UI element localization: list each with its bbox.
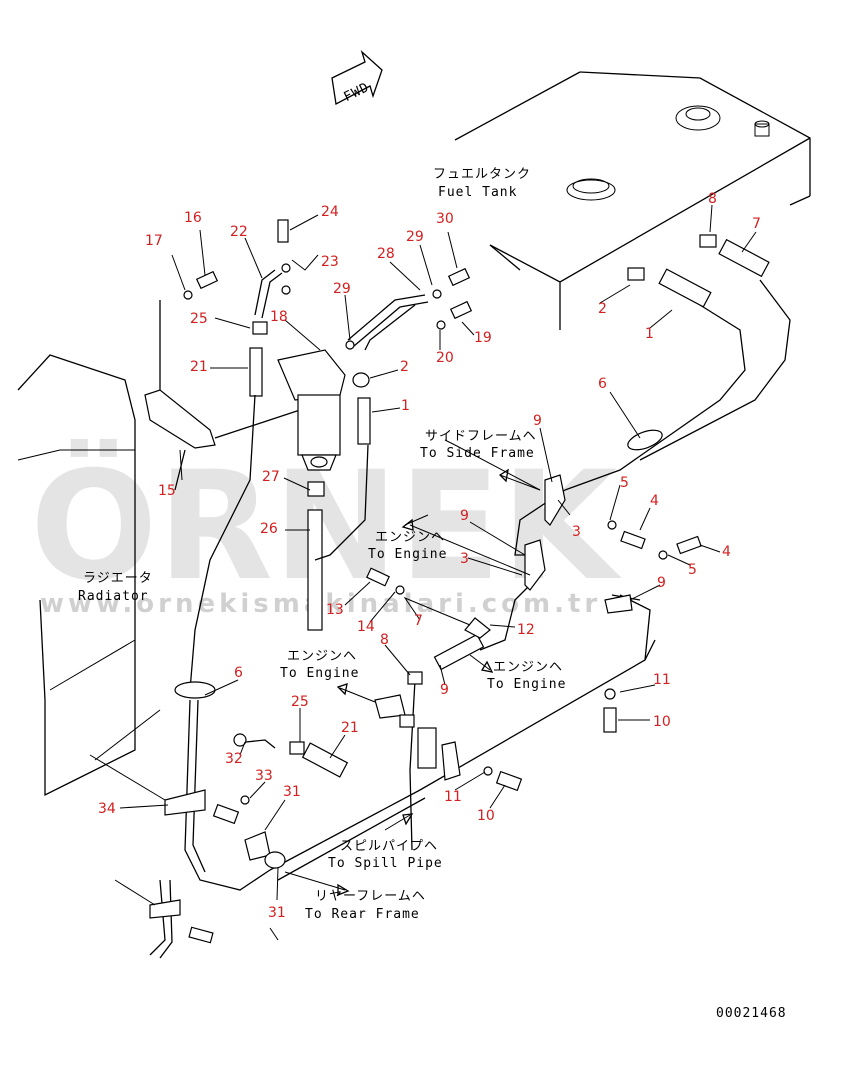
callout-5-top: 5	[620, 475, 629, 491]
fuel-tank-label-en: Fuel Tank	[438, 185, 517, 200]
callout-16: 16	[184, 210, 202, 226]
to-engine-3-label-en: To Engine	[487, 677, 566, 692]
callout-23: 23	[321, 254, 339, 270]
side-frame-label-en: To Side Frame	[420, 446, 535, 461]
callout-20: 20	[436, 350, 454, 366]
callout-10-right: 10	[653, 714, 671, 730]
callout-31-top: 31	[283, 784, 301, 800]
rear-frame-label-en: To Rear Frame	[305, 907, 420, 922]
callout-27: 27	[262, 469, 280, 485]
to-engine-3-label-jp: エンジンヘ	[493, 660, 563, 675]
callout-15: 15	[158, 483, 176, 499]
to-engine-1-label-en: To Engine	[368, 547, 447, 562]
callout-22: 22	[230, 224, 248, 240]
callout-29-mid: 29	[333, 281, 351, 297]
fuel-tank-label-jp: フュエルタンク	[433, 167, 531, 182]
bracket-15	[144, 300, 301, 491]
radiator	[17, 354, 161, 797]
callout-9-mid: 9	[460, 508, 469, 524]
callout-19: 19	[474, 330, 492, 346]
clamps	[149, 429, 663, 919]
callout-8-mid: 8	[380, 632, 389, 648]
callout-14: 14	[357, 619, 375, 635]
callout-21-low: 21	[341, 720, 359, 736]
callout-3-left: 3	[460, 551, 469, 567]
drawing-number: 00021468	[716, 1006, 787, 1021]
callout-9-top: 9	[533, 413, 542, 429]
radiator-label-en: Radiator	[78, 589, 149, 604]
callout-3-right: 3	[572, 524, 581, 540]
callout-7-mid: 7	[414, 613, 423, 629]
callout-26: 26	[260, 521, 278, 537]
annotation-labels: フュエルタンク Fuel Tank サイドフレームヘ To Side Frame…	[78, 167, 566, 922]
to-engine-2-label-jp: エンジンヘ	[287, 649, 357, 664]
leader-lines	[89, 204, 757, 941]
callout-4-top: 4	[650, 493, 659, 509]
callout-25-top: 25	[190, 311, 208, 327]
callout-24: 24	[321, 204, 339, 220]
spill-pipe-label-jp: スピルパイプヘ	[340, 839, 438, 854]
part-callouts: 16 17 22 24 23 28 29 30 8 7 25 18 29 19 …	[98, 191, 761, 921]
callout-25-low: 25	[291, 694, 309, 710]
callout-33: 33	[255, 768, 273, 784]
fuel-filter	[277, 349, 370, 471]
fwd-text: FWD	[342, 80, 372, 105]
callout-6-top: 6	[598, 376, 607, 392]
rear-frame-label-jp: リヤーフレームヘ	[315, 889, 426, 904]
callout-2-mid: 2	[400, 359, 409, 375]
callout-4-mid: 4	[722, 544, 731, 560]
forward-arrow-icon: FWD	[331, 49, 383, 105]
to-engine-1-label-jp: エンジンヘ	[375, 530, 445, 545]
callout-9-right: 9	[657, 575, 666, 591]
direction-arrows	[284, 468, 541, 896]
callout-1-mid: 1	[401, 398, 410, 414]
callout-11-right: 11	[653, 672, 671, 688]
callout-31-low: 31	[268, 905, 286, 921]
callout-12: 12	[517, 622, 535, 638]
callout-17: 17	[145, 233, 163, 249]
callout-1-top: 1	[645, 326, 654, 342]
side-frame-label-jp: サイドフレームヘ	[425, 429, 537, 444]
radiator-label-jp: ラジエータ	[83, 571, 153, 586]
callout-5-mid: 5	[688, 562, 697, 578]
callout-6-left: 6	[234, 665, 243, 681]
callout-13: 13	[326, 602, 344, 618]
spill-pipe-label-en: To Spill Pipe	[328, 856, 443, 871]
callout-21-top: 21	[190, 359, 208, 375]
callout-9-low: 9	[440, 682, 449, 698]
callout-11-low: 11	[444, 789, 462, 805]
callout-29-top: 29	[406, 229, 424, 245]
callout-8-top: 8	[708, 191, 717, 207]
to-engine-2-label-en: To Engine	[280, 666, 359, 681]
callout-32: 32	[225, 751, 243, 767]
callout-28: 28	[377, 246, 395, 262]
callout-2-top: 2	[598, 301, 607, 317]
callout-10-low: 10	[477, 808, 495, 824]
fasteners	[183, 219, 717, 944]
fuel-tank	[454, 71, 811, 330]
callout-30: 30	[436, 211, 454, 227]
callout-18: 18	[270, 309, 288, 325]
callout-7-top: 7	[752, 216, 761, 232]
callout-34: 34	[98, 801, 116, 817]
